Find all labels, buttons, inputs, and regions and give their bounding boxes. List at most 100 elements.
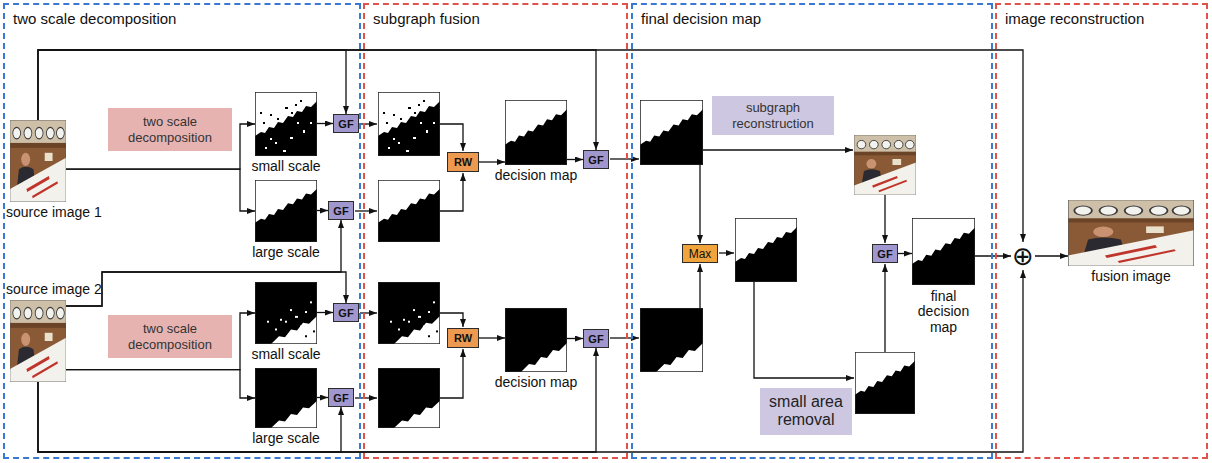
decision-map-image	[505, 100, 567, 165]
source-photo	[10, 300, 66, 382]
decomposition-box: two scale decomposition	[108, 108, 232, 151]
guided-filter-box: GF	[583, 150, 609, 169]
section-band: image reconstruction ⊕ fusion image	[995, 3, 1208, 459]
box-label: GF	[588, 154, 603, 166]
section-heading: two scale decomposition	[5, 5, 359, 32]
image-caption: small scale	[251, 347, 320, 362]
image-thumbnail: source image 2	[10, 300, 66, 382]
decomposition-box: two scale decomposition	[108, 315, 232, 358]
flow-arrow	[440, 349, 463, 398]
connector-arrow	[38, 382, 341, 452]
image-caption: final decision map	[911, 289, 977, 335]
image-thumbnail: final decision map	[912, 218, 975, 285]
image-thumbnail: decision map	[505, 100, 567, 165]
connector-arrow	[317, 210, 328, 211]
image-caption: source image 1	[6, 205, 102, 220]
image-thumbnail: small scale	[255, 92, 317, 156]
filtered-map	[378, 180, 440, 242]
flow-arrow	[440, 173, 463, 211]
sum-symbol: ⊕	[1011, 242, 1035, 270]
box-label: two scale decomposition	[114, 114, 226, 145]
connector-arrow	[1035, 255, 1068, 256]
section-heading: image reconstruction	[997, 5, 1206, 32]
cleaned-map	[855, 352, 915, 414]
flow-arrow	[440, 124, 463, 151]
guided-filter-box: GF	[333, 114, 359, 133]
connector-arrow	[66, 272, 346, 306]
connector-arrow	[38, 50, 1023, 242]
binary-map	[255, 282, 317, 344]
binary-map	[255, 180, 317, 242]
flow-arrow	[699, 264, 700, 308]
image-thumbnail: small scale	[255, 282, 317, 344]
guided-filter-box: GF	[583, 329, 609, 348]
image-thumbnail: large scale	[255, 180, 317, 242]
connector-arrow	[317, 397, 328, 398]
process-box: small area removal	[760, 388, 852, 435]
flow-arrow	[699, 165, 700, 243]
connector-arrow	[567, 159, 583, 160]
fusion-photo	[1068, 200, 1194, 266]
image-thumbnail: decision map	[505, 308, 567, 372]
section-heading: final decision map	[633, 5, 991, 32]
section-heading: subgraph fusion	[365, 5, 626, 32]
filtered-map	[640, 100, 703, 165]
filtered-map	[378, 92, 440, 156]
image-caption: decision map	[495, 168, 578, 183]
flow-arrow	[610, 158, 639, 159]
connector-arrow	[38, 348, 596, 452]
image-caption: large scale	[252, 431, 320, 446]
section-band: final decision map subgraph reconstructio…	[631, 3, 993, 459]
connector-arrow	[66, 313, 255, 370]
connector-arrow	[38, 270, 1023, 452]
box-label: RW	[454, 332, 472, 344]
flow-arrow	[355, 210, 377, 211]
guided-filter-box: GF	[872, 244, 898, 263]
box-label: small area removal	[766, 393, 846, 430]
flow-arrow	[884, 195, 885, 243]
box-label: GF	[877, 248, 892, 260]
box-label: RW	[454, 156, 472, 168]
box-label: GF	[588, 333, 603, 345]
image-caption: small scale	[251, 159, 320, 174]
box-label: GF	[338, 118, 353, 130]
final-map-image	[912, 218, 975, 285]
connector-arrow	[479, 161, 505, 162]
image-thumbnail: fusion image	[1068, 200, 1194, 266]
image-caption: decision map	[495, 375, 578, 390]
connector-arrow	[66, 370, 255, 398]
flow-arrow	[719, 252, 734, 253]
binary-map	[255, 368, 317, 428]
box-label: subgraph reconstruction	[718, 100, 828, 131]
binary-map	[255, 92, 317, 156]
guided-filter-box: GF	[328, 388, 354, 407]
guided-filter-box: GF	[333, 303, 359, 322]
image-caption: fusion image	[1091, 269, 1170, 284]
process-box: subgraph reconstruction	[712, 96, 834, 135]
image-caption: source image 2	[6, 282, 102, 297]
flow-arrow	[884, 264, 885, 352]
reconstructed-photo	[854, 135, 916, 195]
box-label: GF	[338, 307, 353, 319]
box-label: Max	[689, 247, 712, 261]
flow-arrow	[355, 397, 377, 398]
filtered-map	[640, 308, 703, 372]
image-thumbnail: source image 1	[10, 120, 66, 202]
connector-arrow	[66, 220, 341, 306]
image-thumbnail: large scale	[255, 368, 317, 428]
connector-arrow	[975, 255, 1011, 256]
random-walk-box: RW	[447, 152, 479, 172]
connector-arrow	[317, 312, 333, 313]
flow-arrow	[703, 149, 853, 150]
source-photo	[10, 120, 66, 202]
connector-arrow	[567, 338, 583, 339]
box-label: two scale decomposition	[114, 321, 226, 352]
section-band: two scale decomposition source image 1 two…	[3, 3, 361, 459]
flow-arrow	[440, 313, 463, 327]
filtered-map	[378, 368, 440, 428]
decision-map-image	[505, 308, 567, 372]
connector-arrow	[317, 123, 333, 124]
